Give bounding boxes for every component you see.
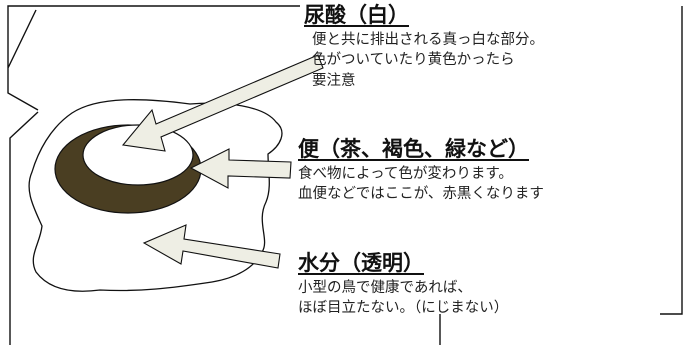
stool-title: 便（茶、褐色、緑など） [298,137,529,161]
water-title: 水分（透明） [298,251,424,275]
uric-acid-line: 便と共に排出される真っ白な部分。 [312,32,544,49]
water-label: 水分（透明） 小型の鳥で健康であれば、 ほぼ目立たない。（にじまない） [298,250,508,320]
arrow-uric-acid [121,54,324,152]
water-line: ほぼ目立たない。（にじまない） [298,300,509,317]
arrow-stool [189,148,292,189]
stool-line: 血便などではここが、赤黒くなります [298,186,544,203]
uric-acid-title: 尿酸（白） [304,3,409,27]
uric-acid-line: 要注意 [312,72,356,89]
water-line: 小型の鳥で健康であれば、 [298,280,472,297]
arrow-water [142,224,281,269]
stool-line: 食べ物によって色が変わります。 [298,166,513,183]
uric-acid-center [82,124,194,186]
uric-acid-line: 色がついていたり黄色かったら [312,52,515,69]
callout-frame [7,5,683,345]
stool-label: 便（茶、褐色、緑など） 食べ物によって色が変わります。 血便などではここが、赤黒… [298,136,544,206]
uric-acid-label: 尿酸（白） 便と共に排出される真っ白な部分。 色がついていたり黄色かったら 要注… [304,2,544,92]
